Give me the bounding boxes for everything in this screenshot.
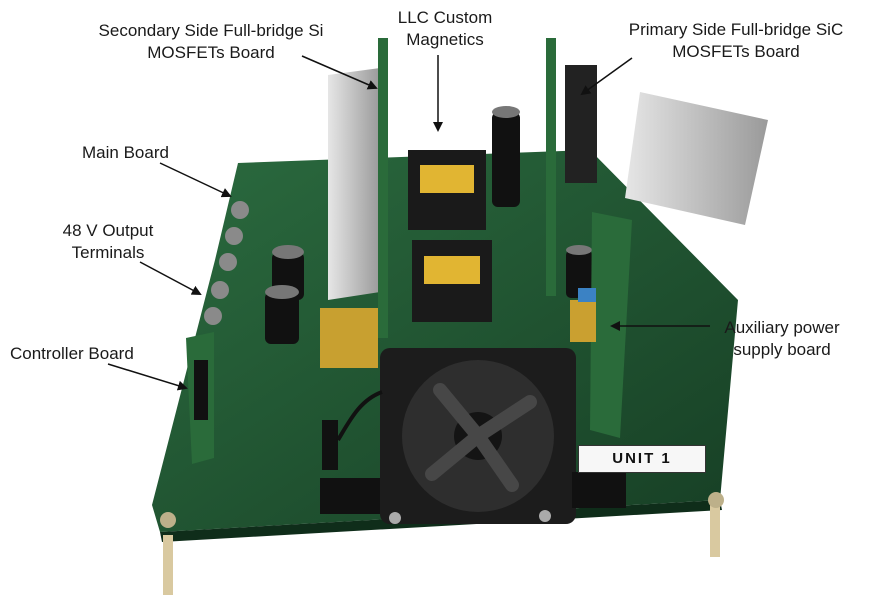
- label-llc-magnetics: LLC Custom Magnetics: [386, 7, 504, 51]
- label-primary-board-line1: Primary Side Full-bridge SiC: [628, 20, 844, 39]
- llc-transformers: [408, 150, 492, 322]
- cooling-fan: [320, 348, 626, 524]
- primary-board: [546, 38, 768, 296]
- label-aux-supply: Auxiliary power supply board: [712, 317, 852, 361]
- label-primary-board-line2: MOSFETs Board: [672, 42, 800, 61]
- secondary-board: [320, 38, 388, 368]
- capacitors: [265, 106, 592, 344]
- label-secondary-board-line1: Secondary Side Full-bridge Si: [98, 21, 324, 40]
- standoff-legs: [160, 492, 724, 595]
- label-aux-supply-line1: Auxiliary power: [724, 318, 840, 337]
- arrow-secondary-board: [301, 55, 378, 90]
- arrow-controller-board: [107, 363, 188, 391]
- label-output-terminals-line2: Terminals: [71, 243, 145, 262]
- label-secondary-board-line2: MOSFETs Board: [147, 43, 275, 62]
- arrow-main-board: [159, 162, 232, 198]
- arrow-output-terminals: [139, 261, 202, 295]
- leader-arrows: [107, 55, 710, 391]
- output-terminals: [204, 201, 249, 325]
- label-aux-supply-line2: supply board: [733, 340, 831, 359]
- ribbon-connector: [322, 390, 383, 470]
- label-llc-magnetics-line1: LLC Custom: [397, 8, 493, 27]
- label-controller-board: Controller Board: [10, 344, 134, 363]
- label-main-board: Main Board: [82, 143, 169, 162]
- arrow-primary-board: [580, 57, 633, 96]
- label-output-terminals-line1: 48 V Output: [62, 221, 154, 240]
- label-secondary-board: Secondary Side Full-bridge Si MOSFETs Bo…: [78, 20, 344, 64]
- controller-board: [186, 332, 214, 464]
- label-output-terminals: 48 V Output Terminals: [46, 220, 170, 264]
- unit-tag: UNIT 1: [578, 445, 706, 473]
- label-llc-magnetics-line2: Magnetics: [406, 30, 484, 49]
- label-primary-board: Primary Side Full-bridge SiC MOSFETs Boa…: [606, 19, 866, 63]
